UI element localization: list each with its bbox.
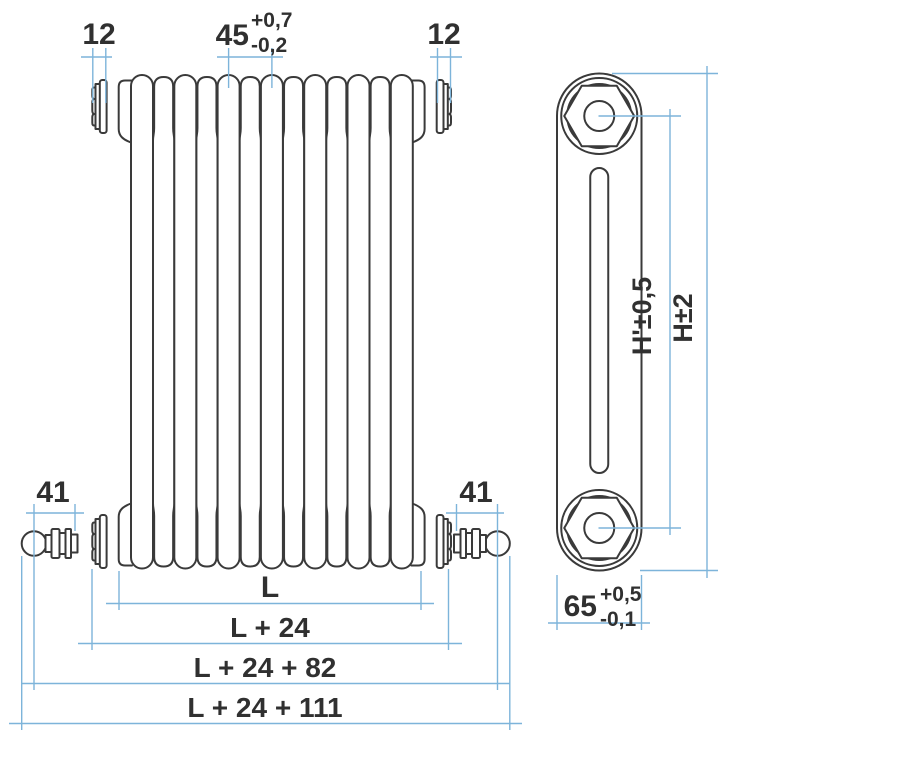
valve-bottom-left <box>20 528 79 559</box>
label-65: 65 <box>564 590 597 623</box>
dim-line-H <box>612 66 718 578</box>
front-tube <box>130 74 154 570</box>
label-41-left: 41 <box>36 476 69 509</box>
dim-line-41-left <box>21 504 84 730</box>
back-tube <box>281 76 306 568</box>
plug-bottom-left <box>91 514 108 569</box>
label-65-tol-minus: -0,1 <box>600 608 637 631</box>
dim-line-H-prime <box>598 109 681 535</box>
label-45: 45 <box>216 19 249 52</box>
label-65-tol-plus: +0,5 <box>600 583 642 606</box>
front-view <box>20 74 511 570</box>
label-L2482: L + 24 + 82 <box>194 652 337 683</box>
back-tube <box>195 76 219 568</box>
dim-line-41-right <box>446 504 511 730</box>
label-41-right: 41 <box>459 476 492 509</box>
dimension-lines <box>9 48 718 730</box>
label-L24111: L + 24 + 111 <box>187 692 342 723</box>
dim-line-12-right <box>430 48 462 103</box>
plug-top-left <box>91 79 108 134</box>
label-L: L <box>261 571 279 604</box>
label-12-right: 12 <box>427 18 460 51</box>
dim-line-12-left <box>81 48 112 103</box>
label-L24: L + 24 <box>230 612 310 643</box>
front-tube <box>389 74 414 570</box>
dimension-labels: 12 45 +0,7 -0,2 12 41 41 L L + 24 L + 24… <box>36 9 698 723</box>
plug-top-right <box>435 79 452 134</box>
label-H-prime: H'±0,5 <box>627 277 657 355</box>
back-tube <box>238 76 262 568</box>
back-tube <box>368 76 392 568</box>
dim-line-65 <box>548 575 650 630</box>
plug-bottom-right <box>435 514 452 569</box>
label-H: H±2 <box>668 293 698 342</box>
side-column-outline <box>556 72 643 572</box>
front-tube <box>346 74 371 570</box>
dim-line-L24 <box>78 569 462 650</box>
front-tube <box>216 74 241 570</box>
dim-line-L <box>106 571 434 610</box>
front-tube <box>259 74 284 570</box>
label-45-tol-plus: +0,7 <box>251 9 292 32</box>
front-tube <box>173 74 198 570</box>
back-tube <box>325 76 349 568</box>
dim-line-45 <box>217 48 283 88</box>
front-tube <box>303 74 328 570</box>
side-slot <box>589 167 610 474</box>
label-45-tol-minus: -0,2 <box>251 34 287 57</box>
valve-bottom-right <box>453 528 511 559</box>
back-tube <box>152 76 176 568</box>
label-12-left: 12 <box>82 18 115 51</box>
